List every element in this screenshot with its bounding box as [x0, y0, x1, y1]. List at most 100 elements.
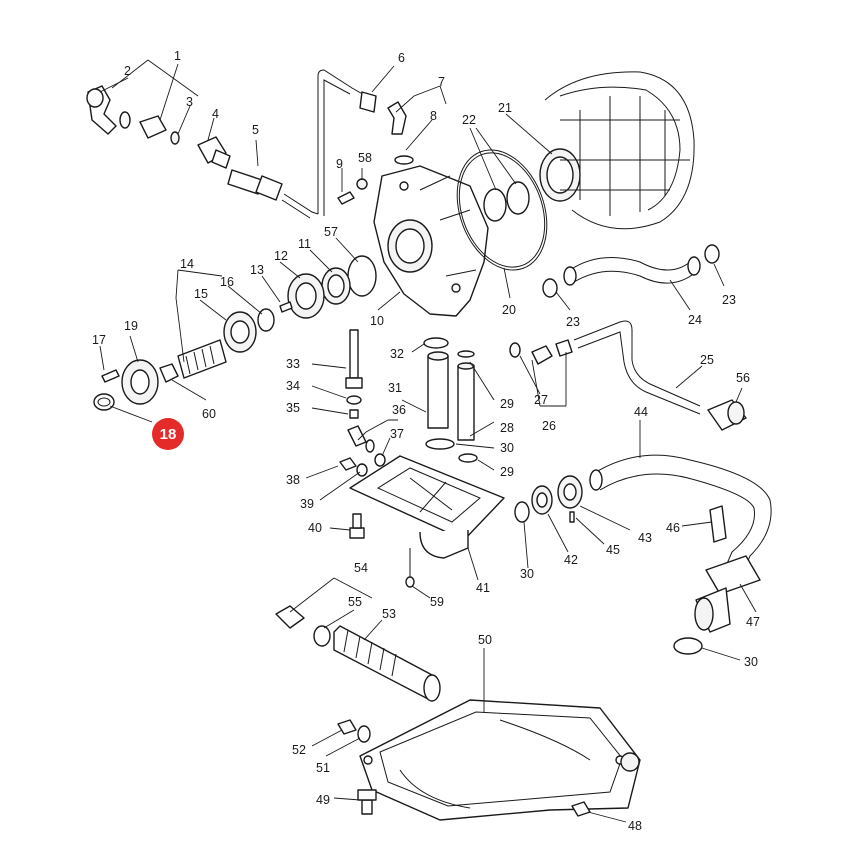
callout-36: 36	[392, 403, 406, 417]
pin-13	[279, 301, 293, 313]
part-drawings	[86, 69, 772, 821]
bushing-42	[531, 485, 553, 515]
callout-19: 19	[124, 319, 138, 333]
nut-60	[159, 363, 179, 383]
bearing-15	[223, 311, 257, 353]
flange-19	[121, 359, 159, 405]
callout-40: 40	[308, 521, 322, 535]
callout-39: 39	[300, 497, 314, 511]
callout-59: 59	[430, 595, 444, 609]
elbow-7	[387, 101, 414, 165]
callout-55: 55	[348, 595, 362, 609]
callout-4: 4	[212, 107, 219, 121]
callout-56: 56	[736, 371, 750, 385]
callout-57: 57	[324, 225, 338, 239]
sleeve-31	[427, 351, 449, 429]
callout-44: 44	[634, 405, 648, 419]
bearing-57	[347, 255, 377, 297]
snap-ring-16	[257, 308, 275, 332]
hose-assembly-5	[227, 169, 319, 219]
callout-14: 14	[180, 257, 194, 271]
callout-48: 48	[628, 819, 642, 833]
o-ring-23b	[542, 278, 558, 298]
callout-49: 49	[316, 793, 330, 807]
suction-pipe-44	[589, 454, 772, 575]
callout-58: 58	[358, 151, 372, 165]
callout-47: 47	[746, 615, 760, 629]
callout-17: 17	[92, 333, 106, 347]
o-ring-29a	[457, 350, 475, 358]
flange-47	[694, 555, 761, 633]
fitting-banjo-2	[86, 85, 131, 135]
callout-37: 37	[390, 427, 404, 441]
callout-20: 20	[502, 303, 516, 317]
transmission-housing	[544, 71, 695, 230]
bolt-40	[349, 513, 365, 539]
bushing-43	[557, 475, 583, 509]
callout-29-upper: 29	[500, 397, 514, 411]
callout-15: 15	[194, 287, 208, 301]
bolt-46	[709, 505, 727, 543]
callout-11: 11	[298, 237, 311, 251]
strainer-53	[333, 625, 441, 702]
callout-43: 43	[638, 531, 652, 545]
fitting-54	[275, 605, 305, 629]
callout-60: 60	[202, 407, 216, 421]
bolt-33	[345, 329, 363, 389]
bolt-49	[357, 789, 377, 815]
o-ring-30b	[514, 501, 530, 523]
callout-23-lower: 23	[566, 315, 580, 329]
pin-59	[405, 548, 415, 588]
callout-26: 26	[542, 419, 556, 433]
fitting-union-1	[139, 115, 180, 145]
o-ring-30a	[425, 438, 455, 450]
callout-46: 46	[666, 521, 680, 535]
callout-6: 6	[398, 51, 405, 65]
shaft-14	[177, 339, 227, 379]
nut-48	[571, 801, 591, 817]
plug-52	[337, 719, 357, 735]
callout-7: 7	[438, 75, 445, 89]
seal-ring-highlighted	[93, 393, 115, 411]
callout-30-center: 30	[500, 441, 514, 455]
callout-22: 22	[462, 113, 476, 127]
bearing-ring-21	[539, 148, 581, 202]
callout-3: 3	[186, 95, 193, 109]
callout-31: 31	[388, 381, 402, 395]
callout-30-lower: 30	[520, 567, 534, 581]
callout-34: 34	[286, 379, 300, 393]
callout-8: 8	[430, 109, 437, 123]
pin-45	[569, 511, 575, 523]
washer-51	[357, 725, 371, 743]
callout-38: 38	[286, 473, 300, 487]
highlight-badge[interactable]	[152, 418, 184, 450]
elbow-36	[347, 425, 375, 453]
leader-lines	[99, 59, 757, 823]
o-rings-22	[483, 181, 530, 222]
callout-1: 1	[174, 49, 181, 63]
pipe-6	[317, 69, 377, 216]
callout-41: 41	[476, 581, 490, 595]
callout-24: 24	[688, 313, 702, 327]
fitting-56	[707, 399, 747, 431]
callout-52: 52	[292, 743, 306, 757]
callout-51: 51	[316, 761, 330, 775]
suction-housing-41	[349, 455, 505, 559]
highlight-callout[interactable]: 18	[152, 418, 184, 450]
plug-35	[349, 409, 359, 419]
callout-5: 5	[252, 123, 259, 137]
callout-16: 16	[220, 275, 234, 289]
callout-29-lower: 29	[500, 465, 514, 479]
screw-38	[339, 457, 357, 471]
callout-23-upper: 23	[722, 293, 736, 307]
callout-10: 10	[370, 314, 384, 328]
callout-45: 45	[606, 543, 620, 557]
callout-33: 33	[286, 357, 300, 371]
washer-34	[346, 395, 362, 405]
callout-54: 54	[354, 561, 368, 575]
callout-13: 13	[250, 263, 264, 277]
callout-12: 12	[274, 249, 288, 263]
callout-42: 42	[564, 553, 578, 567]
callout-28: 28	[500, 421, 514, 435]
